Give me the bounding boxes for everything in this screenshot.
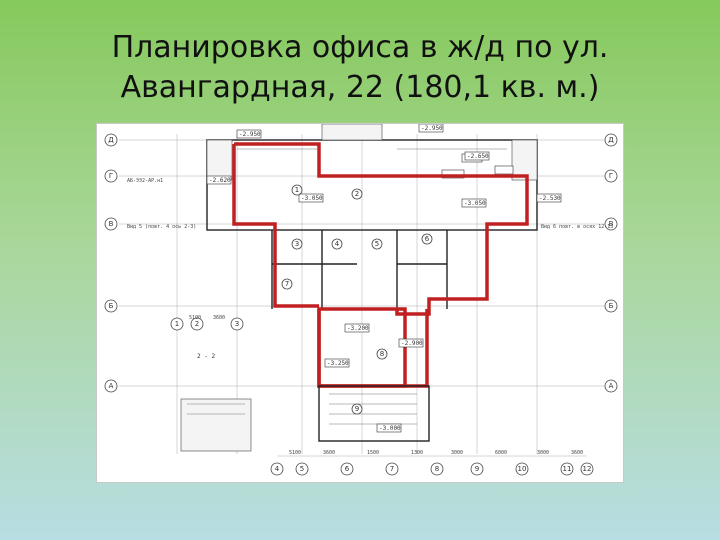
- title-line-1: Планировка офиса в ж/д по ул.: [111, 30, 609, 65]
- dimension-label: 3600: [323, 450, 335, 456]
- axis-label: А: [109, 382, 114, 390]
- floor-plan-drawing: Д Г В Б А Д Г В Б А: [96, 123, 624, 483]
- axis-label: 9: [475, 465, 479, 473]
- dimension-label: 1300: [411, 450, 423, 456]
- level-label: -3.000: [379, 425, 401, 432]
- building-walls: [206, 124, 538, 309]
- room-number: 6: [425, 235, 430, 243]
- axis-label: Г: [109, 172, 113, 180]
- level-label: -3.200: [347, 325, 369, 332]
- axis-label: 2: [195, 320, 199, 328]
- room-number: 8: [380, 350, 384, 358]
- level-label: -2.620: [209, 177, 231, 184]
- axis-label: 7: [390, 465, 394, 473]
- room-number: 7: [285, 280, 289, 288]
- dimension-label: 5100: [289, 450, 301, 456]
- room-number: 3: [295, 240, 299, 248]
- entry-block: [180, 385, 430, 452]
- axis-label: А: [609, 382, 614, 390]
- bottom-dimensions: 5100 3600 1500 1300 3000 6000 3000 3600 …: [189, 315, 587, 457]
- slide-title: Планировка офиса в ж/д по ул. Авангардна…: [40, 28, 680, 108]
- axis-label: 8: [435, 465, 439, 473]
- axis-marker: [604, 217, 618, 231]
- note-label: АБ-ЭЭ2-АР.н1: [127, 178, 163, 184]
- axis-marker: [104, 217, 118, 231]
- axis-marker: [604, 133, 618, 147]
- floor-plan-svg: Д Г В Б А Д Г В Б А: [104, 124, 618, 476]
- axis-marker: [604, 299, 618, 313]
- axis-marker: [104, 169, 118, 183]
- axis-label: 4: [275, 465, 280, 473]
- axis-marker: [104, 133, 118, 147]
- office-boundary-inner: [317, 309, 429, 388]
- dimension-label: 1500: [367, 450, 379, 456]
- axis-marker: [104, 299, 118, 313]
- dimension-label: 3600: [213, 315, 225, 321]
- axis-label: Г: [609, 172, 613, 180]
- axis-label: 12: [583, 465, 592, 473]
- right-axis-markers: Д Г В Б А: [604, 133, 618, 393]
- room-number: 4: [335, 240, 340, 248]
- level-label: -2.950: [239, 131, 261, 138]
- note-label: Вид 5 (повт. 4 ось 2-3): [127, 224, 196, 230]
- dimension-label: 3600: [571, 450, 583, 456]
- dimension-label: 5100: [189, 315, 201, 321]
- level-label: -2.530: [539, 195, 561, 202]
- note-label: Вид 6 повт. в осях 12-13: [541, 224, 613, 230]
- axis-label: Б: [609, 302, 614, 310]
- level-label: -3.050: [464, 200, 486, 207]
- level-label: -3.050: [301, 195, 323, 202]
- dimension-label: 3000: [451, 450, 463, 456]
- room-number: 9: [355, 405, 359, 413]
- room-number: 2: [355, 190, 359, 198]
- axis-label: 10: [518, 465, 527, 473]
- axis-marker: [104, 379, 118, 393]
- level-label: -2.900: [401, 340, 423, 347]
- axis-label: 5: [300, 465, 304, 473]
- section-label: 2 - 2: [197, 353, 215, 360]
- bottom-axis-markers: 1 2 3 4 5 6 7 8 9 10 11 12: [170, 317, 594, 476]
- level-markers: -2.950 -2.950 -2.650 -2.620 -2.530 -3.05…: [206, 124, 562, 433]
- title-line-2: Авангардная, 22 (180,1 кв. м.): [120, 70, 600, 105]
- axis-label: 11: [563, 465, 572, 473]
- axis-label: Б: [109, 302, 114, 310]
- axis-label: 6: [345, 465, 350, 473]
- axis-label: В: [109, 220, 114, 228]
- level-label: -3.250: [327, 360, 349, 367]
- room-numbers: 1 2 3 4 5 6 7 8 9: [281, 184, 433, 415]
- axis-label: Д: [108, 136, 114, 144]
- axis-label: 3: [235, 320, 239, 328]
- room-number: 5: [375, 240, 379, 248]
- axis-label: 1: [175, 320, 179, 328]
- dimension-label: 6000: [495, 450, 507, 456]
- axis-label: В: [609, 220, 614, 228]
- left-axis-markers: Д Г В Б А: [104, 133, 118, 393]
- dimension-label: 3000: [537, 450, 549, 456]
- level-label: -2.650: [467, 153, 489, 160]
- room-number: 1: [295, 186, 299, 194]
- axis-marker: [604, 169, 618, 183]
- axis-label: Д: [608, 136, 614, 144]
- axis-marker: [604, 379, 618, 393]
- level-label: -2.950: [421, 125, 443, 132]
- office-boundary-left: [232, 144, 319, 308]
